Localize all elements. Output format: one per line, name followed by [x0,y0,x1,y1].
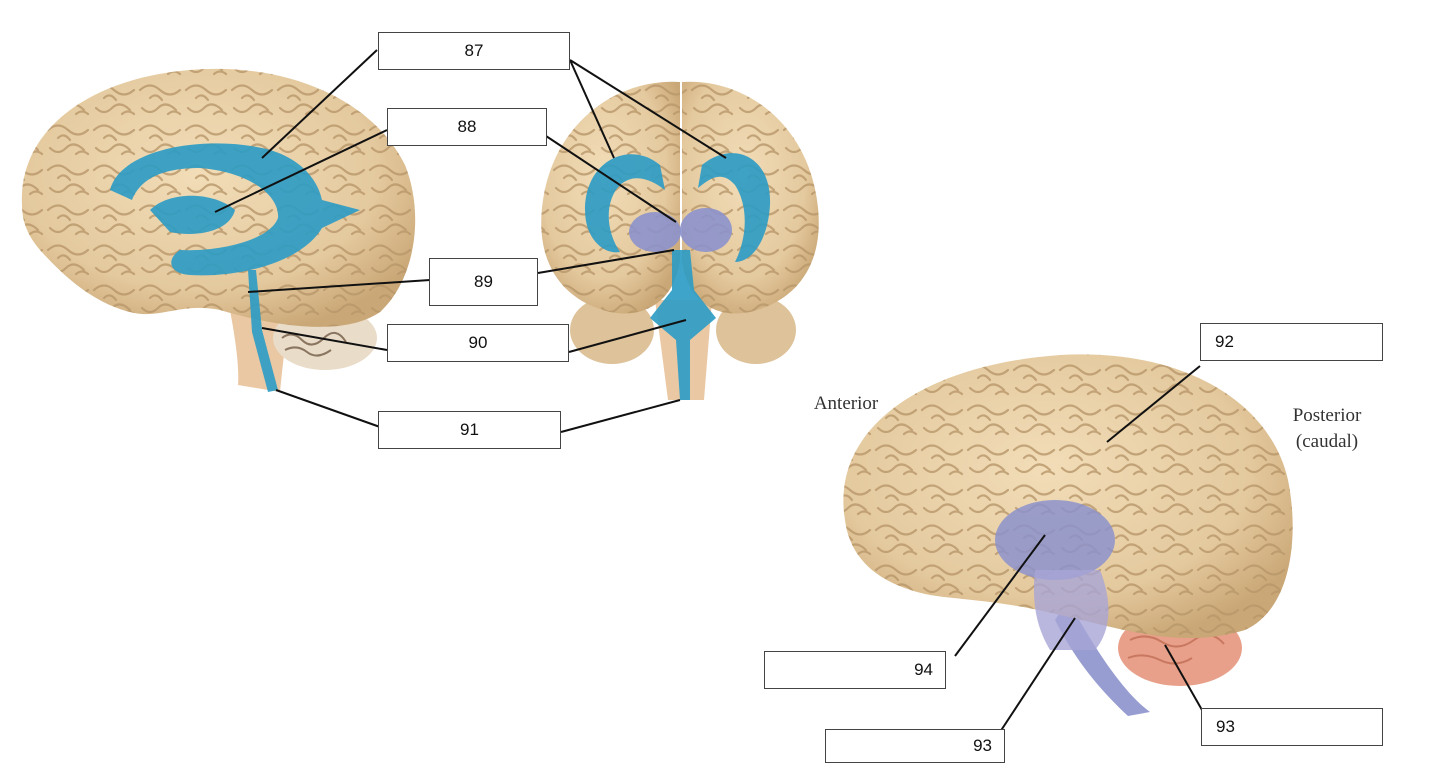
lateral-ventricle-lateral-view [110,143,360,276]
anterior-label: Anterior [813,393,879,414]
answer-box-90-label: 90 [468,333,488,352]
cerebral-aqueduct-lateral-view [248,270,278,392]
diencephalon-highlight [995,500,1115,580]
leader-90-a [261,327,388,351]
answer-box-89-label: 89 [474,272,493,291]
fourth-ventricle-frontal [650,250,716,400]
answer-box-92[interactable]: 92 [1200,323,1383,361]
frontal-brain-with-ventricles [541,81,819,400]
leader-87-b [569,59,615,159]
midbrain-pons-highlight [1033,570,1109,650]
answer-box-93-brainstem[interactable]: 93 [825,729,1005,763]
leader-90-b [568,319,687,353]
thalamus-right-frontal [680,208,732,252]
answer-box-88[interactable]: 88 [387,108,547,146]
leader-93-brainstem [999,617,1076,733]
leader-87-c [569,59,727,159]
leader-87-a [261,49,378,159]
leader-94 [954,534,1046,657]
answer-box-89[interactable]: 89 [429,258,538,306]
answer-box-87[interactable]: 87 [378,32,570,70]
leader-lines [214,49,1203,733]
answer-box-93-cerebellum-label: 93 [1216,717,1235,736]
answer-box-94-label: 94 [914,660,933,679]
lateral-brain-with-ventricles [21,68,416,392]
leader-89-b [537,249,675,274]
answer-box-93-brainstem-label: 93 [973,736,992,755]
leader-92 [1106,365,1201,443]
answer-box-91-label: 91 [460,420,479,439]
thalamus-left-frontal [629,212,681,252]
leader-89-a [247,279,431,293]
lateral-brain-regions [843,354,1293,716]
answer-box-88-label: 88 [457,117,477,136]
leader-91-a [275,389,381,428]
leader-91-b [560,399,681,433]
answer-box-91[interactable]: 91 [378,411,561,449]
lateral-ventricle-right-frontal [698,153,771,262]
answer-box-87-label: 87 [464,41,484,60]
caudal-label: (caudal) [1295,431,1359,452]
answer-box-93-cerebellum[interactable]: 93 [1201,708,1383,746]
third-ventricle-lateral-view [150,195,235,234]
leader-93-cerebellum [1164,644,1203,711]
leader-88-b [545,135,677,223]
answer-box-94[interactable]: 94 [764,651,946,689]
lateral-ventricle-left-frontal [585,154,665,253]
posterior-label: Posterior [1292,405,1362,426]
answer-box-90[interactable]: 90 [387,324,569,362]
leader-88-a [214,129,388,213]
answer-box-92-label: 92 [1215,332,1234,351]
